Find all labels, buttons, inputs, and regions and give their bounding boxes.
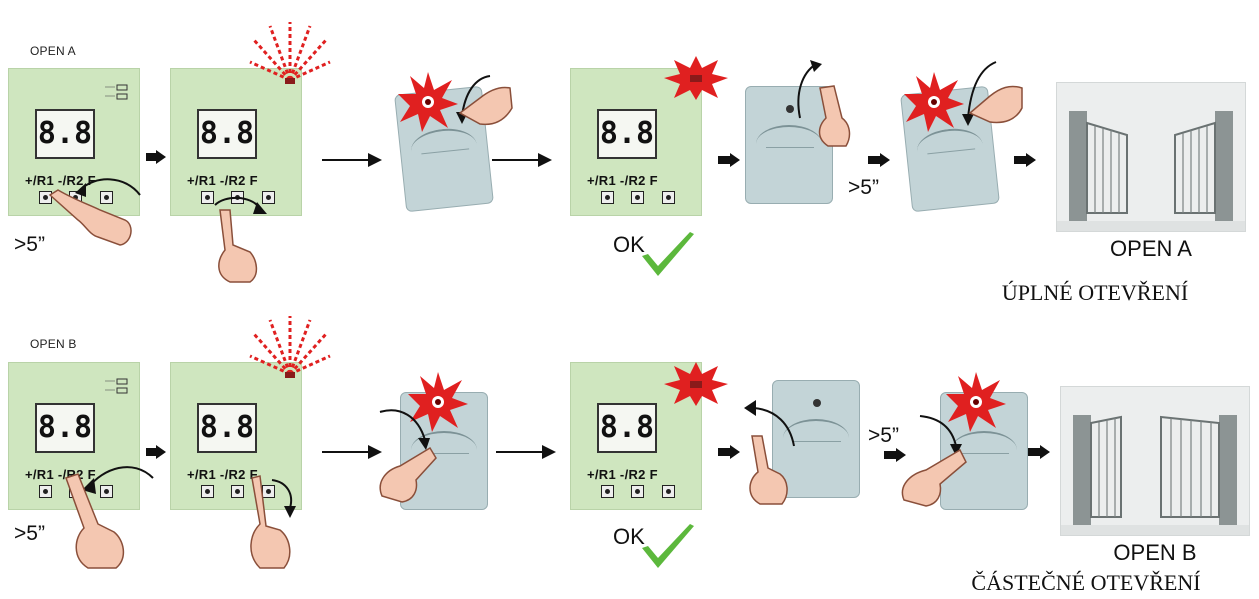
caption-title: OPEN B (1113, 540, 1197, 565)
arrow-right-icon (718, 445, 740, 459)
flash-burst-icon (408, 372, 468, 432)
hand-pointer-icon (65, 466, 154, 569)
button-r2[interactable] (631, 485, 644, 498)
arrow-right-icon (1014, 153, 1036, 167)
led-flashing-icon (249, 316, 331, 378)
button-r1[interactable] (201, 485, 214, 498)
remote-control-icon[interactable] (745, 86, 833, 204)
checkmark-icon (642, 524, 694, 568)
button-r2[interactable] (231, 485, 244, 498)
button-f[interactable] (100, 485, 113, 498)
button-r1[interactable] (39, 485, 52, 498)
ok-label: OK (613, 524, 645, 549)
jumper-indicator-icon (105, 378, 128, 394)
hand-pointer-icon (250, 475, 296, 569)
hold-time-label: >5” (14, 522, 45, 545)
button-f[interactable] (262, 191, 275, 204)
arrow-right-icon (868, 153, 890, 167)
led-flashing-icon (249, 22, 331, 84)
remote-control-icon[interactable] (772, 380, 860, 498)
hand-pointer-icon (456, 75, 513, 126)
arrow-right-icon (146, 150, 166, 164)
button-r1[interactable] (39, 191, 52, 204)
jumper-indicator-icon (105, 84, 128, 100)
hold-time-label: >5” (868, 424, 899, 447)
button-f[interactable] (662, 191, 675, 204)
checkmark-icon (642, 232, 694, 276)
hand-pointer-icon (797, 60, 851, 147)
arrow-right-icon (496, 445, 556, 459)
control-board-step3: 8.8 +/R1 -/R2 F (570, 68, 702, 216)
button-r1[interactable] (601, 191, 614, 204)
arrow-right-icon (884, 448, 906, 462)
lcd-display: 8.8 (35, 109, 95, 159)
hand-pointer-icon (744, 400, 795, 505)
lcd-display: 8.8 (597, 403, 657, 453)
flash-burst-icon (946, 372, 1006, 432)
led-flash-burst-icon (664, 362, 728, 406)
row-label-open-a: OPEN A (30, 44, 76, 58)
hand-pointer-icon (214, 196, 267, 283)
lcd-display: 8.8 (197, 403, 257, 453)
arrow-right-icon (322, 153, 382, 167)
lcd-display: 8.8 (197, 109, 257, 159)
caption-title: OPEN A (1110, 236, 1192, 261)
arrow-right-icon (1028, 445, 1050, 459)
row-label-open-b: OPEN B (30, 337, 77, 351)
led-flash-burst-icon (664, 56, 728, 100)
arrow-right-icon (322, 445, 382, 459)
hold-time-label: >5” (848, 176, 879, 199)
arrow-right-icon (492, 153, 552, 167)
lcd-display: 8.8 (35, 403, 95, 453)
button-f[interactable] (100, 191, 113, 204)
button-labels: +/R1 -/R2 F (187, 467, 258, 482)
hand-pointer-icon (379, 409, 437, 503)
gate-fully-open-icon (1056, 82, 1246, 232)
hand-pointer-icon (962, 61, 1023, 126)
control-board-step2: 8.8 +/R1 -/R2 F (170, 68, 302, 216)
control-board-step1: 8.8 +/R1 -/R2 F (8, 68, 140, 216)
button-r2[interactable] (631, 191, 644, 204)
flash-burst-icon (904, 72, 964, 132)
hand-pointer-icon (48, 178, 141, 246)
button-labels: +/R1 -/R2 F (187, 173, 258, 188)
ok-label: OK (613, 232, 645, 257)
arrow-right-icon (718, 153, 740, 167)
control-board-step2: 8.8 +/R1 -/R2 F (170, 362, 302, 510)
button-f[interactable] (662, 485, 675, 498)
button-r1[interactable] (201, 191, 214, 204)
button-r1[interactable] (601, 485, 614, 498)
lcd-display: 8.8 (597, 109, 657, 159)
arrow-right-icon (146, 445, 166, 459)
flash-burst-icon (398, 72, 458, 132)
hold-time-label: >5” (14, 233, 45, 256)
caption-subtitle: ÚPLNÉ OTEVŘENÍ (1001, 280, 1189, 305)
button-labels: +/R1 -/R2 F (587, 173, 658, 188)
button-labels: +/R1 -/R2 F (587, 467, 658, 482)
hand-pointer-icon (901, 415, 967, 507)
gate-partially-open-icon (1060, 386, 1250, 536)
button-labels: +/R1 -/R2 F (25, 173, 96, 188)
caption-subtitle: ČÁSTEČNÉ OTEVŘENÍ (971, 570, 1201, 595)
